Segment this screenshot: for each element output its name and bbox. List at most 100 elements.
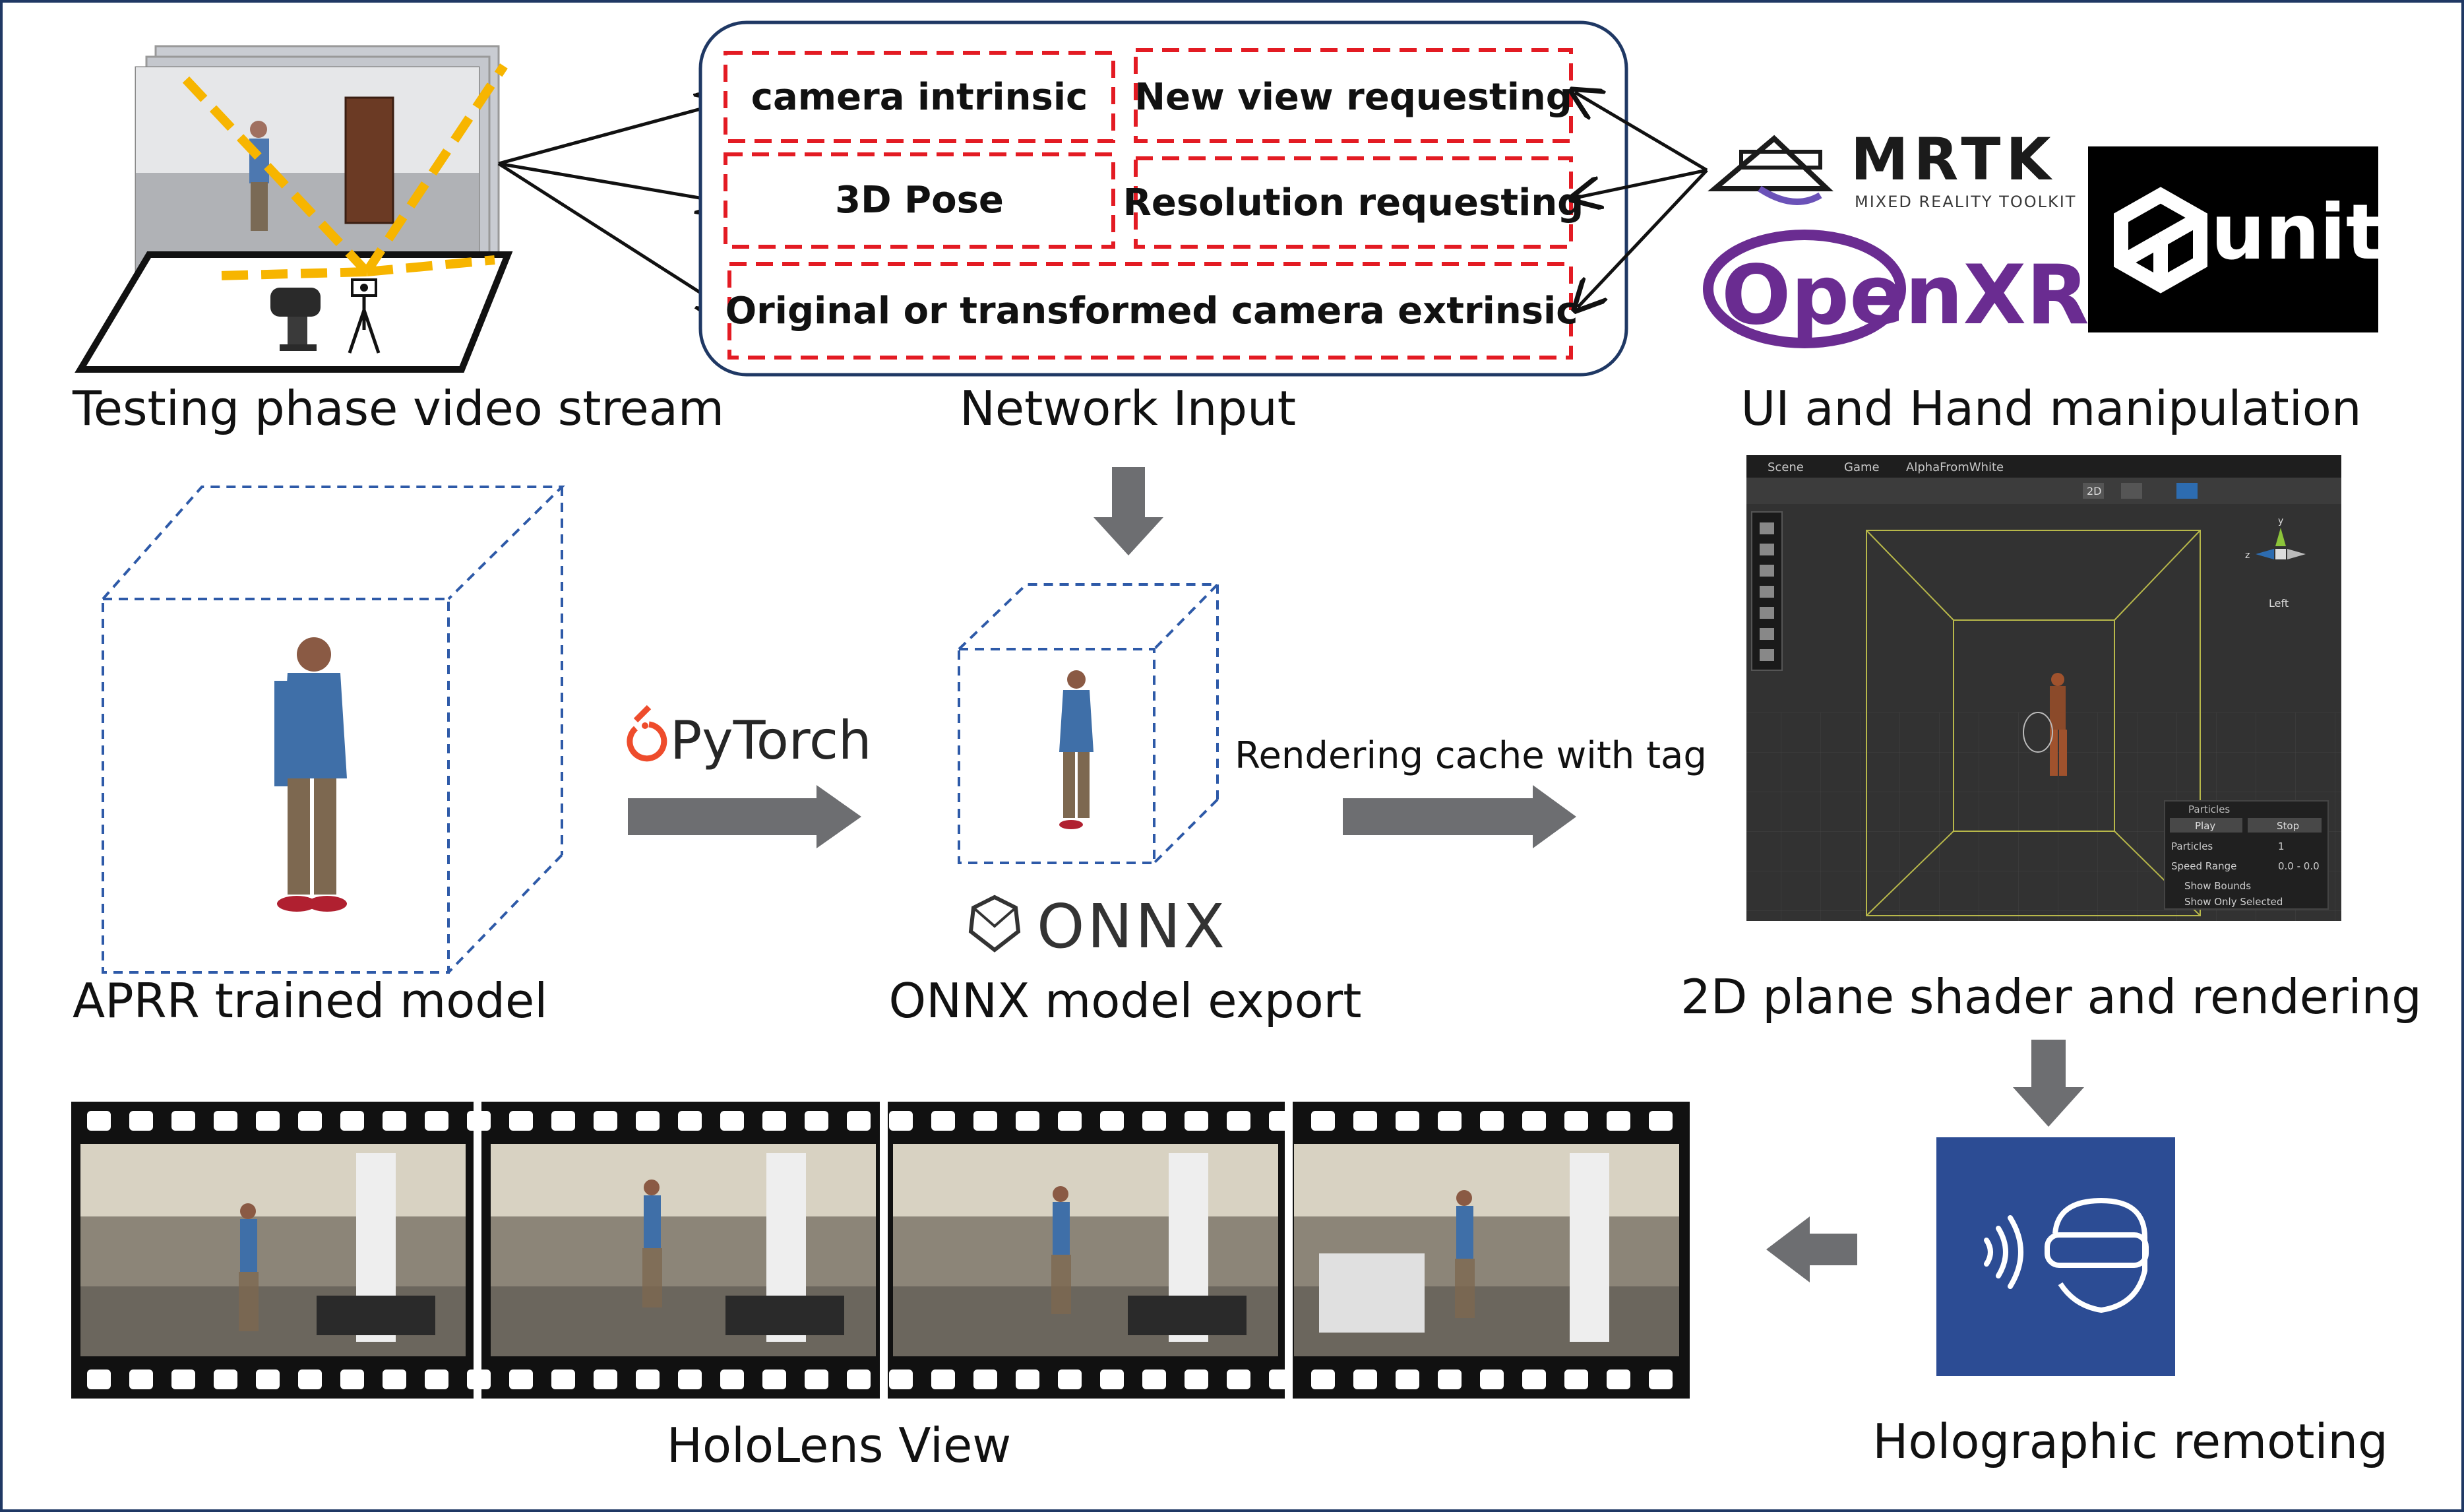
arrow-pytorch-to-onnx [628, 785, 861, 848]
network-input-container [698, 20, 1628, 377]
sprocket-hole [931, 1370, 955, 1389]
logo-to-input-arrows [1575, 92, 1708, 307]
sprocket-hole [1438, 1111, 1462, 1131]
svg-text:PyTorch: PyTorch [670, 710, 872, 771]
stop-button[interactable] [2248, 818, 2322, 833]
sprocket-hole [678, 1370, 702, 1389]
text-3d-pose: 3D Pose [835, 179, 1004, 222]
unity-cube-icon [2114, 187, 2207, 294]
sprocket-hole [805, 1111, 828, 1131]
input-extrinsic [727, 262, 1573, 360]
sprocket-hole [87, 1370, 111, 1389]
svg-text:Speed Range: Speed Range [2171, 860, 2236, 872]
film-separators [474, 1102, 1293, 1399]
svg-text:1: 1 [2278, 840, 2285, 852]
sprocket-hole [1353, 1370, 1377, 1389]
svg-text:MRTK: MRTK [1851, 125, 2056, 193]
sprocket-hole [1058, 1111, 1082, 1131]
sprocket-hole [594, 1111, 617, 1131]
film-frame-2 [491, 1144, 876, 1356]
sprocket-hole [1607, 1370, 1630, 1389]
testing-stream-illustration [75, 45, 513, 373]
onnx-logo: ONNX [968, 891, 1225, 962]
sprocket-hole [762, 1370, 786, 1389]
sprocket-hole [636, 1111, 660, 1131]
text-new-view: New view requesting [1134, 76, 1572, 119]
sprocket-hole [1100, 1111, 1124, 1131]
mrtk-logo: MRTK MIXED REALITY TOOLKIT [1708, 125, 2075, 211]
label-holographic-remoting: Holographic remoting [1872, 1414, 2388, 1469]
sprocket-hole [298, 1111, 322, 1131]
sprocket-hole [931, 1111, 955, 1131]
sprocket-hole [171, 1111, 195, 1131]
text-resolution: Resolution requesting [1123, 181, 1584, 224]
svg-text:Particles: Particles [2188, 803, 2230, 815]
sprocket-hole [129, 1370, 153, 1389]
label-aprr-model: APRR trained model [73, 973, 547, 1028]
unity-editor-screenshot: Scene Game AlphaFromWhite 2D [1746, 455, 2341, 921]
svg-text:Show Bounds: Show Bounds [2184, 880, 2251, 892]
sprocket-hole [720, 1111, 744, 1131]
sprocket-hole [1480, 1111, 1504, 1131]
svg-text:z: z [2245, 550, 2250, 561]
svg-text:OpenXR: OpenXR [1721, 248, 2089, 343]
play-button[interactable] [2170, 818, 2242, 833]
sprocket-hole [425, 1111, 448, 1131]
svg-text:0.0 - 0.0: 0.0 - 0.0 [2278, 860, 2320, 872]
unity-logo: unity [2088, 146, 2432, 332]
label-rendering-cache: Rendering cache with tag [1235, 734, 1707, 777]
svg-text:Scene: Scene [1768, 460, 1804, 474]
sprocket-hole [594, 1370, 617, 1389]
sprocket-hole [1649, 1370, 1673, 1389]
sprocket-hole [1227, 1370, 1250, 1389]
sprocket-hole [1016, 1370, 1039, 1389]
camera-view-frustum [174, 63, 508, 280]
svg-text:Game: Game [1844, 460, 1880, 474]
label-testing-stream: Testing phase video stream [72, 381, 724, 436]
sprocket-hole [847, 1370, 871, 1389]
text-camera-intrinsic: camera intrinsic [751, 76, 1088, 119]
svg-text:2D: 2D [2087, 485, 2102, 497]
sprocket-hole [509, 1111, 533, 1131]
label-network-input: Network Input [960, 381, 1296, 436]
sprocket-hole [425, 1370, 448, 1389]
scene-bounds-box [1866, 530, 2201, 916]
sprocket-hole [1396, 1111, 1419, 1131]
sprocket-hole [1353, 1111, 1377, 1131]
wireless-signal-icon [1984, 1215, 2023, 1289]
sprocket-hole [1142, 1111, 1166, 1131]
input-3d-pose [724, 152, 1115, 249]
sprocket-hole [1311, 1370, 1335, 1389]
sprocket-hole [973, 1370, 997, 1389]
sprocket-hole [383, 1111, 406, 1131]
sprocket-hole [1564, 1111, 1588, 1131]
sprocket-hole [1016, 1111, 1039, 1131]
sprocket-hole [1058, 1370, 1082, 1389]
vr-headset-person-icon [2045, 1198, 2149, 1313]
person-figure-stream [249, 121, 269, 231]
sprocket-hole [762, 1111, 786, 1131]
film-frame-3 [893, 1144, 1278, 1356]
tripod-camera-icon [348, 278, 381, 354]
sprocket-hole [1564, 1370, 1588, 1389]
sprocket-hole [678, 1111, 702, 1131]
text-extrinsic: Original or transformed camera extrinsic [725, 290, 1578, 332]
person-figure-onnx [1059, 670, 1093, 829]
sprocket-hole [340, 1111, 364, 1131]
svg-text:Play: Play [2195, 820, 2215, 832]
svg-text:y: y [2278, 516, 2283, 526]
stream-to-input-arrows [497, 103, 725, 309]
editor-tabbar [1746, 455, 2341, 478]
sprocket-hole [1438, 1370, 1462, 1389]
arrow-down-to-remoting [2013, 1040, 2084, 1127]
sprocket-hole [1480, 1370, 1504, 1389]
svg-text:unity: unity [2211, 188, 2432, 277]
sprocket-hole [256, 1111, 280, 1131]
sprocket-hole [1522, 1111, 1546, 1131]
label-hololens-view: HoloLens View [667, 1418, 1011, 1473]
holographic-remoting-tile [1936, 1137, 2175, 1376]
svg-text:Show Only Selected: Show Only Selected [2184, 896, 2283, 908]
arrow-down-to-onnx [1093, 467, 1163, 555]
